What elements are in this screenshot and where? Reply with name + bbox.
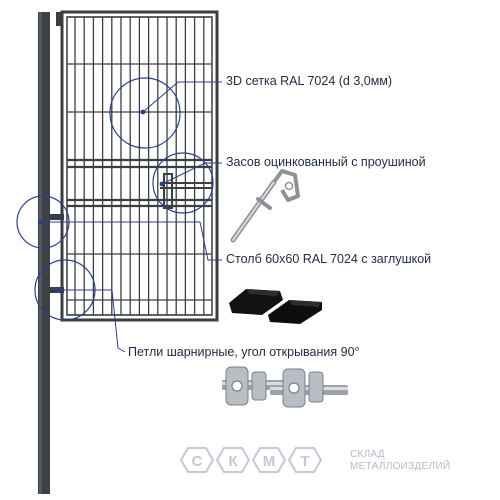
cap-product-image — [229, 289, 322, 324]
hinge-product-image — [222, 366, 348, 408]
latch-on-gate — [160, 173, 212, 209]
latch-callout-circle — [152, 152, 214, 214]
logo-text: СКЛАД МЕТАЛЛОИЗДЕЛИЙ — [350, 449, 450, 473]
hinges-label: Петли шарнирные, угол открывания 90° — [128, 345, 360, 359]
mesh-bends — [67, 158, 212, 208]
logo-letter-1: С — [192, 453, 203, 470]
latch-label: Засов оцинкованный с проушиной — [226, 155, 426, 169]
logo-letter-4: Т — [300, 453, 309, 470]
logo-letter-3: М — [263, 453, 276, 470]
post — [38, 12, 50, 494]
logo-line-2: МЕТАЛЛОИЗДЕЛИЙ — [350, 461, 451, 472]
post-label: Столб 60х60 RAL 7024 с заглушкой — [226, 252, 432, 266]
logo-line-1: СКЛАД — [350, 449, 385, 460]
latch-product-image — [230, 169, 300, 243]
logo-mark — [179, 447, 323, 473]
mesh-callout-circle — [109, 77, 181, 149]
leader-lines — [41, 81, 222, 353]
mesh-label: 3D сетка RAL 7024 (d 3,0мм) — [226, 74, 393, 88]
logo-letters: С К М Т — [192, 453, 310, 470]
logo-letter-2: К — [228, 453, 238, 470]
